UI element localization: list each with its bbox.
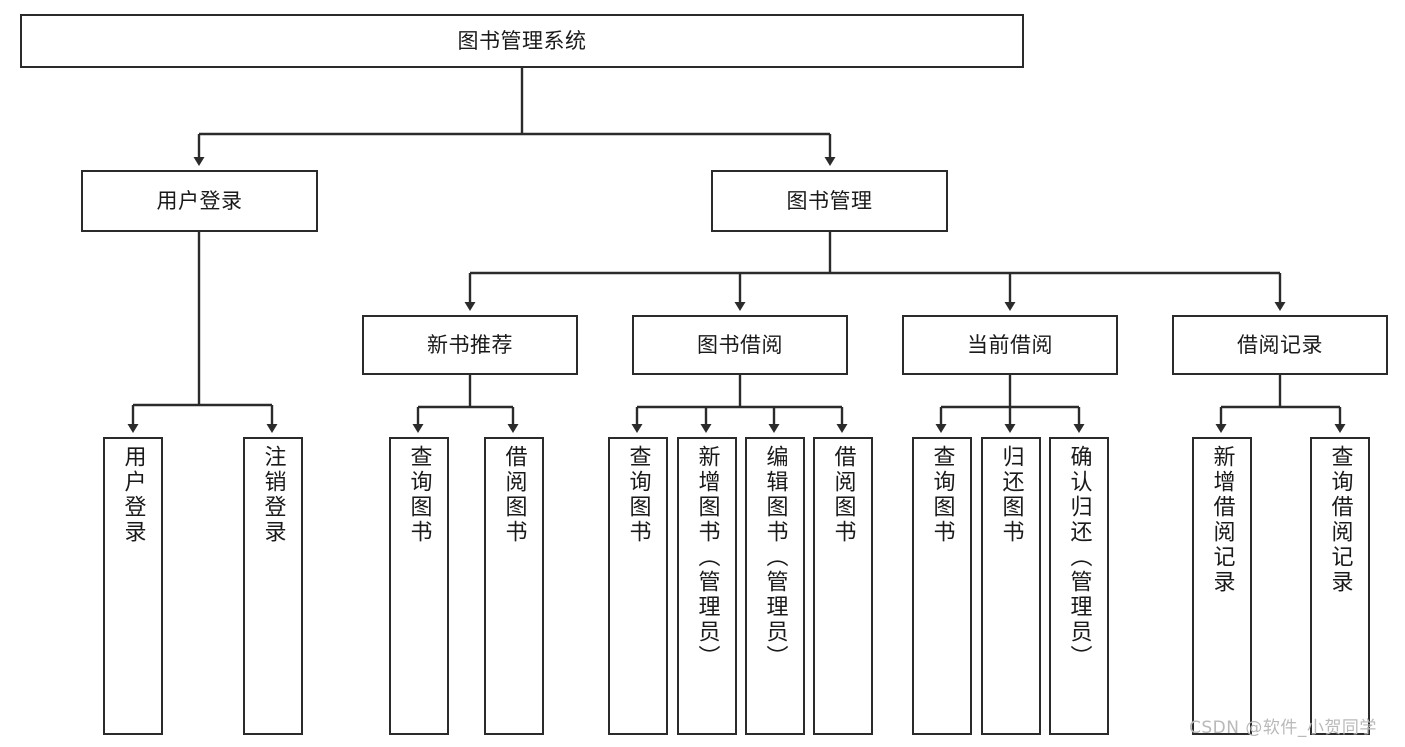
- leaf-query-book-borrow[interactable]: 查询图书: [608, 437, 668, 735]
- node-label: 借阅图书: [830, 445, 856, 545]
- node-label: 借阅图书: [501, 445, 527, 545]
- node-label: 新增图书（管理员）: [694, 445, 720, 670]
- node-label: 确认归还（管理员）: [1066, 445, 1092, 670]
- node-book-borrow[interactable]: 图书借阅: [632, 315, 848, 375]
- node-root-system[interactable]: 图书管理系统: [20, 14, 1024, 68]
- leaf-query-borrow-record[interactable]: 查询借阅记录: [1310, 437, 1370, 735]
- leaf-user-logout[interactable]: 注销登录: [243, 437, 303, 735]
- leaf-confirm-return-admin[interactable]: 确认归还（管理员）: [1049, 437, 1109, 735]
- leaf-add-book-admin[interactable]: 新增图书（管理员）: [677, 437, 737, 735]
- node-borrow-record[interactable]: 借阅记录: [1172, 315, 1388, 375]
- leaf-return-book[interactable]: 归还图书: [981, 437, 1041, 735]
- leaf-query-book-recommend[interactable]: 查询图书: [389, 437, 449, 735]
- node-label: 新增借阅记录: [1209, 445, 1235, 595]
- node-user-login[interactable]: 用户登录: [81, 170, 318, 232]
- node-label: 查询图书: [406, 445, 432, 545]
- leaf-edit-book-admin[interactable]: 编辑图书（管理员）: [745, 437, 805, 735]
- node-new-book-recommend[interactable]: 新书推荐: [362, 315, 578, 375]
- node-label: 用户登录: [156, 188, 243, 213]
- leaf-add-borrow-record[interactable]: 新增借阅记录: [1192, 437, 1252, 735]
- node-current-borrow[interactable]: 当前借阅: [902, 315, 1118, 375]
- node-label: 当前借阅: [967, 332, 1053, 357]
- node-label: 归还图书: [998, 445, 1024, 545]
- node-label: 查询借阅记录: [1327, 445, 1353, 595]
- node-label: 图书借阅: [697, 332, 783, 357]
- node-label: 查询图书: [929, 445, 955, 545]
- watermark-text: CSDN @软件_小贺同学: [1189, 718, 1377, 738]
- node-label: 借阅记录: [1237, 332, 1323, 357]
- node-label: 图书管理: [786, 188, 873, 213]
- leaf-borrow-book-recommend[interactable]: 借阅图书: [484, 437, 544, 735]
- leaf-user-login[interactable]: 用户登录: [103, 437, 163, 735]
- node-label: 用户登录: [120, 445, 146, 545]
- node-label: 注销登录: [260, 445, 286, 545]
- node-book-manage[interactable]: 图书管理: [711, 170, 948, 232]
- node-label: 编辑图书（管理员）: [762, 445, 788, 670]
- leaf-query-book-current[interactable]: 查询图书: [912, 437, 972, 735]
- leaf-borrow-book-borrow[interactable]: 借阅图书: [813, 437, 873, 735]
- node-label: 查询图书: [625, 445, 651, 545]
- node-label: 新书推荐: [427, 332, 513, 357]
- node-label: 图书管理系统: [457, 28, 587, 53]
